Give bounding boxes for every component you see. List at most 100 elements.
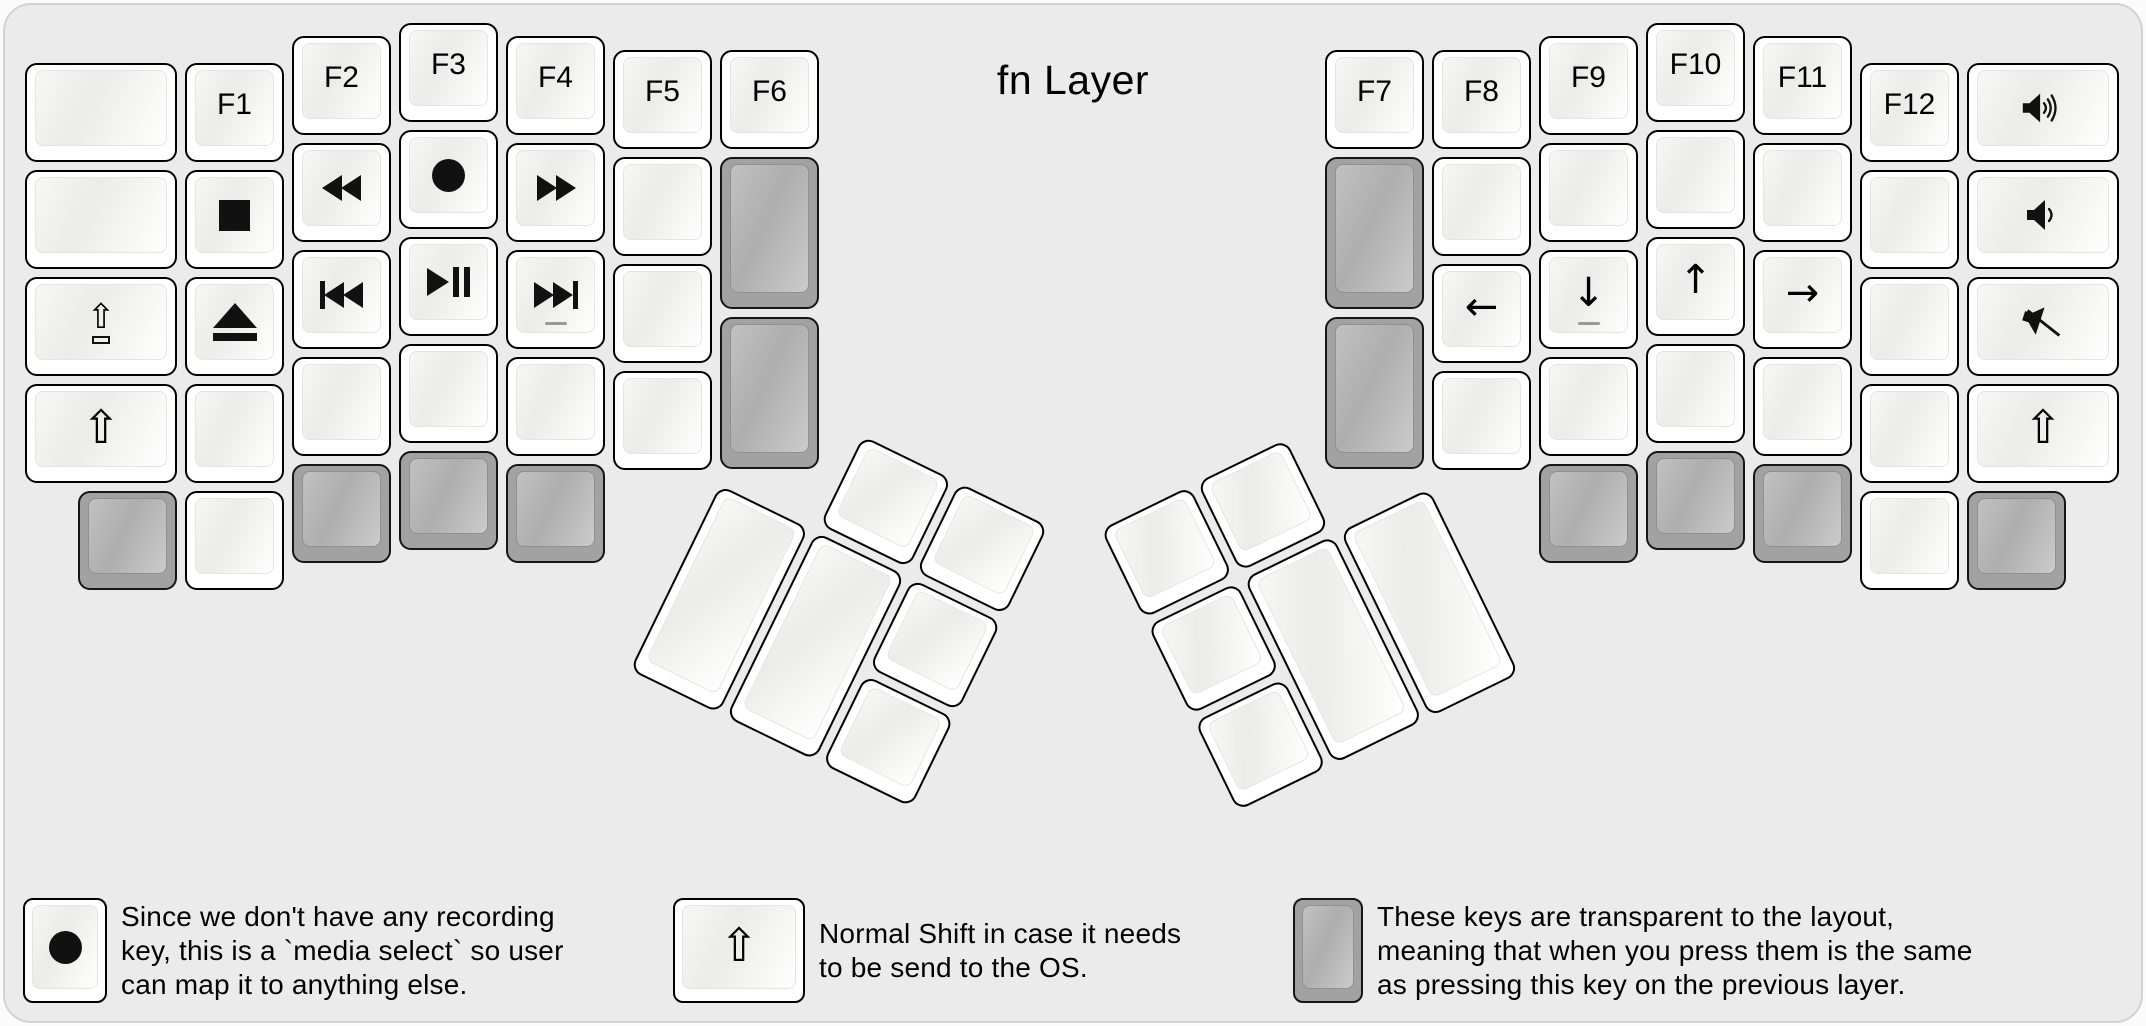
eject-icon [212, 303, 257, 341]
key-f11: F11 [1753, 36, 1852, 135]
key-blank [1860, 170, 1959, 269]
key-transparent [292, 464, 391, 563]
legend-key-sample [1293, 898, 1363, 1003]
key-transparent [1539, 464, 1638, 563]
key-transparent [506, 464, 605, 563]
volume-up-icon [2022, 93, 2057, 123]
key-blank [1646, 130, 1745, 229]
key-label: F2 [323, 61, 359, 94]
key-blank [1860, 384, 1959, 483]
key-transparent [1325, 157, 1424, 309]
key-blank [25, 63, 177, 162]
key-blank [185, 491, 284, 590]
shift-icon: ⇧ [81, 400, 121, 454]
shift-icon: ⇧ [2023, 400, 2063, 454]
key-mute [1967, 277, 2119, 376]
key-f7: F7 [1325, 50, 1424, 149]
key-label: F6 [751, 75, 787, 108]
key-label: F4 [537, 61, 573, 94]
key-transparent [1646, 451, 1745, 550]
key-arrow-left: ← [1432, 264, 1531, 363]
key-f4: F4 [506, 36, 605, 135]
key-label: F7 [1356, 75, 1392, 108]
caps-lock-icon: ⇧ [87, 300, 115, 344]
legend-text: These keys are transparent to the layout… [1377, 900, 1973, 1002]
legend-text-line: as pressing this key on the previous lay… [1377, 968, 1906, 1000]
key-f5: F5 [613, 50, 712, 149]
key-transparent [1967, 491, 2066, 590]
key-transparent [720, 157, 819, 309]
key-transparent [720, 317, 819, 469]
key-blank [1432, 371, 1531, 470]
key-transparent [78, 491, 177, 590]
legend-item-transparent: These keys are transparent to the layout… [1293, 898, 1973, 1003]
key-blank [613, 264, 712, 363]
next-track-icon [533, 281, 578, 309]
stop-icon [219, 199, 250, 231]
key-blank [506, 357, 605, 456]
key-label: F5 [644, 75, 680, 108]
legend-text-line: Normal Shift in case it needs [819, 917, 1182, 949]
rewind-icon [322, 175, 361, 201]
key-arrow-up: ↑ [1646, 237, 1745, 336]
legend-key-sample: ⇧ [673, 898, 805, 1003]
record-icon [432, 158, 465, 192]
key-transparent [399, 451, 498, 550]
key-arrow-right: → [1753, 250, 1852, 349]
key-transparent [1325, 317, 1424, 469]
key-fast-forward [506, 143, 605, 242]
homing-bar [544, 322, 567, 325]
key-stop [185, 170, 284, 269]
legend-text-line: meaning that when you press them is the … [1377, 934, 1973, 966]
key-f12: F12 [1860, 63, 1959, 162]
key-previous-track [292, 250, 391, 349]
key-blank [399, 344, 498, 443]
legend-text-line: can map it to anything else. [121, 968, 468, 1000]
key-blank [1753, 143, 1852, 242]
key-label: F8 [1463, 75, 1499, 108]
key-blank [1860, 277, 1959, 376]
shift-icon: ⇧ [719, 918, 759, 972]
key-f2: F2 [292, 36, 391, 135]
key-rewind [292, 143, 391, 242]
key-volume-up [1967, 63, 2119, 162]
play-pause-icon [427, 267, 470, 297]
key-f3: F3 [399, 23, 498, 122]
key-blank [185, 384, 284, 483]
key-play-pause [399, 237, 498, 336]
record-icon [48, 930, 82, 964]
layer-title: fn Layer [996, 57, 1150, 103]
arrow-down-icon: ↓ [1571, 270, 1606, 316]
key-label: F11 [1777, 61, 1828, 94]
key-f10: F10 [1646, 23, 1745, 122]
key-f1: F1 [185, 63, 284, 162]
key-blank [25, 170, 177, 269]
key-arrow-down: ↓ [1539, 250, 1638, 349]
arrow-left-icon: ← [1464, 284, 1499, 330]
key-blank [1753, 357, 1852, 456]
volume-down-icon [2027, 200, 2053, 230]
key-blank [1539, 357, 1638, 456]
key-volume-down [1967, 170, 2119, 269]
key-record [399, 130, 498, 229]
key-blank [613, 157, 712, 256]
key-blank [1860, 491, 1959, 590]
legend-text-line: These keys are transparent to the layout… [1377, 900, 1895, 932]
key-caps-lock: ⇧ [25, 277, 177, 376]
legend-text-line: Since we don't have any recording [121, 900, 555, 932]
fast-forward-icon [536, 175, 576, 201]
key-blank [1539, 143, 1638, 242]
homing-bar [1577, 322, 1600, 325]
key-shift: ⇧ [1967, 384, 2119, 483]
key-next-track [506, 250, 605, 349]
legend-text-line: to be send to the OS. [819, 951, 1088, 983]
key-label: F3 [430, 48, 466, 81]
previous-track-icon [320, 281, 363, 309]
key-transparent [1753, 464, 1852, 563]
key-blank [1646, 344, 1745, 443]
mute-icon [2022, 307, 2061, 337]
key-shift: ⇧ [25, 384, 177, 483]
